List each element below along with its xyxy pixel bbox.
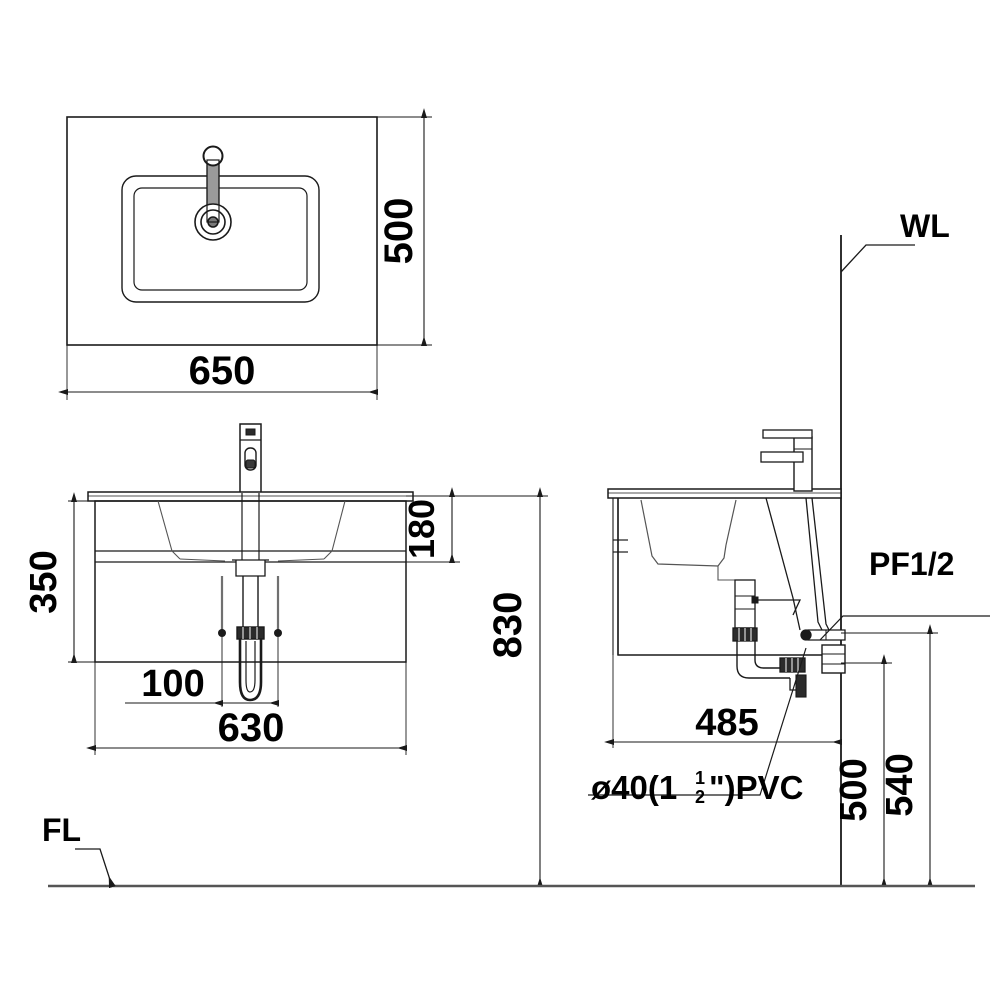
waste-spec-frac-denominator: 2 [695,787,705,807]
side-view-tailpipe [734,579,756,629]
front-view-trap-ubend [238,639,263,702]
side-view-bowl-right-profile [725,499,737,546]
top-view-bowl-outer [121,175,320,303]
side-view-waste-flex [795,674,807,698]
top-view-group [58,108,432,400]
label-supply-spec: PF1/2 [869,546,954,582]
side-view-supply-stop-handle [800,629,812,641]
side-view-trap-bend-inner [754,641,790,669]
side-view-trap-bend [736,641,790,679]
dim-label-650: 650 [189,349,256,393]
side-view-waste-escutcheon [821,644,846,674]
front-view-drain-body [235,560,266,577]
front-view-bowl-left-taper [157,500,181,560]
side-view-countertop-slab [607,488,842,499]
side-view-supply-tube-c [765,497,801,631]
wl-leader-line [840,244,915,273]
dim-label-100: 100 [141,663,204,705]
top-view-countertop-outline [66,116,378,346]
dim-label-500-side: 500 [833,758,875,821]
top-view-bowl-inner [133,187,308,291]
waste-spec-frac-numerator: 1 [695,768,705,788]
side-view-supply-tube-b [811,497,831,633]
front-view-bowl-right-taper [323,500,346,560]
annotation-text-layer: 500 650 350 180 830 100 630 485 500 540 … [23,198,954,848]
side-view-group [588,235,990,887]
dim-label-500-top: 500 [377,198,421,265]
side-view-faucet-handle [762,429,813,439]
waste-spec-prefix: ø40(1 [591,769,677,806]
dim-label-485: 485 [695,702,758,744]
side-view-supply-tube-a [805,497,825,635]
floor-line-group [48,848,975,889]
dim-label-630: 630 [218,706,285,750]
side-view-popup-rod [755,599,802,616]
side-view-bowl-left-profile [640,499,727,567]
front-view-faucet-top-detail [245,428,256,436]
label-wall-line: WL [900,208,950,244]
dim-label-180: 180 [401,499,442,559]
top-view-faucet-body-edge [206,159,220,223]
waste-pipe-leader-line [588,647,807,796]
dim-label-540: 540 [879,753,921,816]
front-view-bowl-right-bottom [277,558,325,562]
dim-label-830: 830 [486,592,530,659]
side-view-faucet-body [793,436,813,492]
waste-spec-suffix: ")PVC [709,769,804,806]
top-view-faucet-handle [202,145,224,167]
fl-leader-line [75,848,116,889]
front-view-countertop-slab [87,491,414,502]
side-view-bowl-drain-shelf [717,566,736,581]
front-view-group [68,423,548,887]
pf-leader-line [819,615,990,641]
side-view-popup-pivot [751,596,759,604]
label-waste-pipe-spec: ø40(1 1 2 ")PVC [591,768,804,807]
side-view-faucet-spout [760,451,804,463]
side-view-waste-tail [789,678,798,691]
dim-label-350: 350 [23,550,65,613]
label-floor-line: FL [42,812,81,848]
front-view-cabinet-outline [94,500,407,663]
front-view-bowl-left-bottom [179,558,226,562]
front-view-faucet-lever [245,459,256,469]
front-view-trap-ubend-inner [245,641,256,693]
